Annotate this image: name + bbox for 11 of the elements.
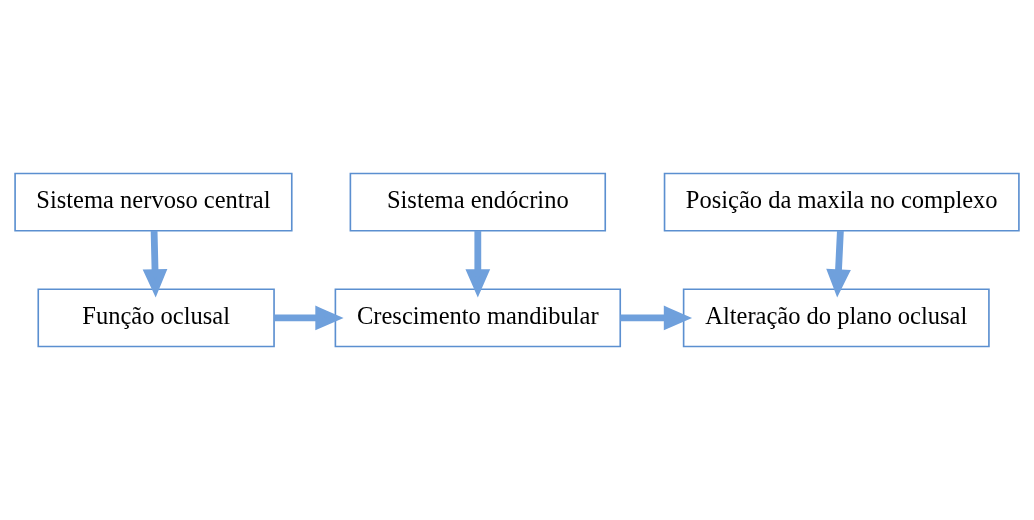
arrow: [826, 230, 851, 298]
arrow: [142, 230, 168, 298]
node-box: Função oclusal: [37, 288, 275, 348]
node-box: Alteração do plano oclusal: [682, 288, 990, 348]
arrow: [465, 230, 491, 298]
node-box: Crescimento mandibular: [334, 288, 622, 348]
arrow: [274, 305, 344, 331]
arrow: [620, 305, 693, 331]
node-box: Sistema endócrino: [349, 172, 607, 232]
node-box: Posição da maxila no complexo: [663, 172, 1020, 232]
node-box: Sistema nervoso central: [14, 172, 293, 232]
